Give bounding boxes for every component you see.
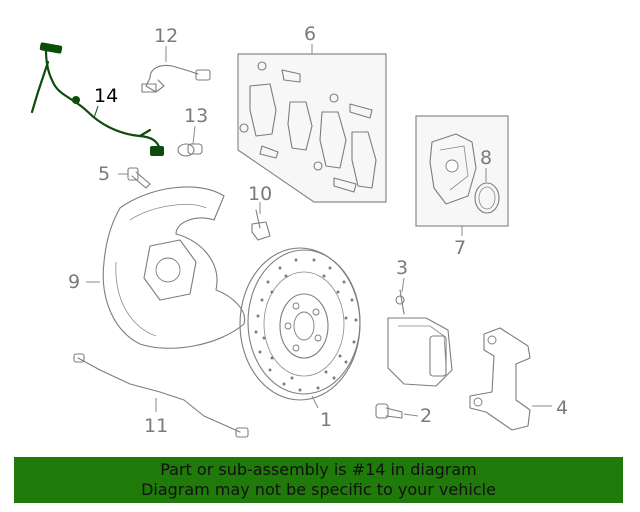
rotor-drill-holes: [254, 258, 358, 392]
part-12-sensor[interactable]: [141, 64, 211, 93]
part-13-clip[interactable]: [177, 143, 203, 157]
part-10-bolt[interactable]: [251, 209, 271, 241]
callout-14: 14: [94, 85, 118, 107]
part-4-caliper-bracket[interactable]: [469, 327, 531, 431]
callout-12: 12: [154, 25, 178, 47]
callout-8: 8: [480, 147, 492, 169]
callout-4: 4: [556, 397, 568, 419]
part-1-brake-rotor[interactable]: [239, 247, 361, 401]
banner-line-1: Part or sub-assembly is #14 in diagram: [160, 460, 477, 479]
callout-9: 9: [68, 271, 80, 293]
part-6-brake-pad-kit[interactable]: [237, 53, 387, 203]
callout-13: 13: [184, 105, 208, 127]
callout-2: 2: [420, 405, 432, 427]
callout-7: 7: [454, 237, 466, 259]
part-14-wear-sensor-wire[interactable]: [30, 42, 164, 156]
part-9-dust-shield[interactable]: [102, 186, 246, 349]
callout-numbers: 12 6 14 13 8 5 10 7 3 9 4 2 1 11: [68, 23, 568, 437]
callout-11: 11: [144, 415, 168, 437]
part-8-seal-ring[interactable]: [474, 182, 500, 214]
part-11-sensor-cable[interactable]: [73, 353, 249, 438]
callout-1: 1: [320, 409, 332, 431]
info-banner: Part or sub-assembly is #14 in diagram D…: [14, 457, 623, 503]
part-3-brake-caliper[interactable]: [387, 289, 453, 387]
parts-diagram: 12 6 14 13 8 5 10 7 3 9 4 2 1 11: [30, 23, 568, 438]
part-5-bolt[interactable]: [127, 167, 151, 189]
callout-3: 3: [396, 257, 408, 279]
callout-6: 6: [304, 23, 316, 45]
banner-line-2: Diagram may not be specific to your vehi…: [141, 480, 496, 499]
callout-5: 5: [98, 163, 110, 185]
callout-10: 10: [248, 183, 272, 205]
leader-lines: [86, 44, 552, 417]
part-2-bolt[interactable]: [375, 403, 403, 419]
